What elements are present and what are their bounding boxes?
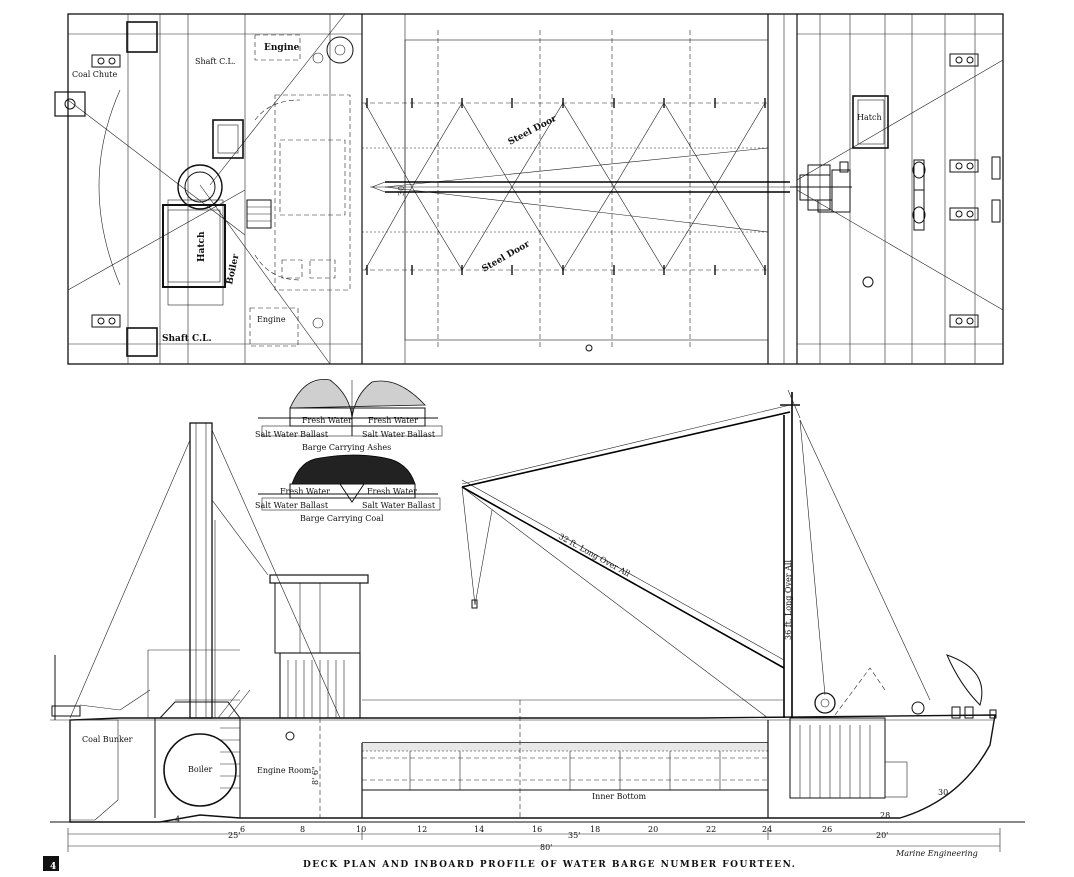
label-engine-top: Engine <box>264 43 300 53</box>
skylight <box>212 119 244 159</box>
funnel <box>189 422 213 719</box>
label-coal-bunker: Coal Bunker <box>82 735 133 744</box>
boiler-outline <box>167 199 224 306</box>
label-shaft-cl-bottom: Shaft C.L. <box>162 334 212 344</box>
label-shaft-cl-top: Shaft C.L. <box>195 57 235 66</box>
label-depth: 8' 6" <box>311 766 320 785</box>
dimension-lines: 25' 35' 20' 80' <box>67 828 1001 852</box>
label-boiler-plan: Boiler <box>225 253 241 286</box>
deck-planking <box>68 14 1003 364</box>
boom <box>461 486 785 669</box>
frame-number: 22 <box>706 825 716 834</box>
bitt-bottom <box>91 314 121 328</box>
coal-salt-right: Salt Water Ballast <box>362 501 436 510</box>
pilot-house <box>269 574 369 584</box>
dim-fwd: 20' <box>876 831 888 840</box>
deck-stay-lines <box>67 13 1004 365</box>
deck-plan: Coal Chute Shaft C.L. Engine Hatch Boile… <box>54 13 1004 365</box>
boiler-profile <box>163 733 237 807</box>
ash-pile <box>289 378 426 419</box>
coal-fresh-left: Fresh Water <box>280 487 330 496</box>
hold-water-band <box>362 743 768 751</box>
engine-box-top <box>254 34 301 61</box>
frame-number: 4 <box>175 815 180 824</box>
engine-room-ladder <box>217 689 251 719</box>
pilot-house-planks <box>287 660 345 718</box>
label-mast-length: 36 ft. Long Over All <box>784 560 793 640</box>
stack-ring <box>177 164 223 210</box>
ashes-salt-right: Salt Water Ballast <box>362 430 436 439</box>
fore-house-planks <box>799 725 871 798</box>
label-inner-bottom: Inner Bottom <box>592 792 647 801</box>
label-engine-bottom: Engine <box>257 315 286 324</box>
label-engine-room: Engine Room <box>257 766 312 775</box>
frame-number: 6 <box>240 825 245 834</box>
winch-drum-plan <box>326 36 354 64</box>
pilot-house-plan <box>274 94 351 291</box>
frame-number: 8 <box>300 825 305 834</box>
porthole <box>285 731 295 741</box>
frame-number: 14 <box>474 825 484 834</box>
label-boiler-profile: Boiler <box>188 765 213 774</box>
frame-number: 28 <box>880 811 890 820</box>
bow-cowl <box>946 654 983 706</box>
label-beam-dimension: 30 <box>397 186 406 196</box>
frame-number: 16 <box>532 825 542 834</box>
capstan-profile <box>911 701 925 715</box>
inboard-profile: Coal Bunker Boiler Engine Room Inner Bot… <box>50 389 1025 852</box>
ashes-title: Barge Carrying Ashes <box>302 443 391 452</box>
label-coal-chute: Coal Chute <box>72 70 117 79</box>
coal-chute-box <box>54 91 86 117</box>
cargo-hold-plan <box>361 14 798 364</box>
label-steel-door-upper: Steel Door <box>507 114 559 148</box>
label-hatch-left: Hatch <box>197 231 207 262</box>
figure-caption: DECK PLAN AND INBOARD PROFILE OF WATER B… <box>303 860 796 870</box>
deck-outline <box>67 13 1004 365</box>
ashes-salt-left: Salt Water Ballast <box>255 430 329 439</box>
aft-rigging <box>69 429 341 719</box>
winch-drum <box>814 692 836 714</box>
fore-machinery-house <box>789 717 886 799</box>
windlass-plan <box>790 161 852 213</box>
ashes-fresh-right: Fresh Water <box>368 416 418 425</box>
dim-mid: 35' <box>568 831 580 840</box>
coal-pile <box>291 454 416 485</box>
frame-number: 18 <box>590 825 600 834</box>
hatch-right-box <box>852 95 889 149</box>
credit: Marine Engineering <box>895 849 978 858</box>
forward-bitts <box>949 53 1001 328</box>
frame-numbers: 4 6 8 10 12 14 16 18 20 22 24 26 28 30 <box>175 788 948 834</box>
ashes-fresh-left: Fresh Water <box>302 416 352 425</box>
frame-number: 24 <box>762 825 772 834</box>
frame-number: 12 <box>417 825 427 834</box>
section-coal: Fresh Water Fresh Water Salt Water Balla… <box>255 454 441 523</box>
capstan-plan <box>912 159 926 231</box>
hatch-main-left <box>162 204 226 288</box>
frame-number: 10 <box>356 825 366 834</box>
frame-number: 20 <box>648 825 658 834</box>
hatch-bottom-small <box>126 327 158 357</box>
coal-bunker <box>69 719 119 821</box>
bitt-top <box>91 54 121 68</box>
coal-fresh-right: Fresh Water <box>367 487 417 496</box>
hull-outline <box>69 714 996 823</box>
label-steel-door-lower: Steel Door <box>481 239 532 274</box>
hatch-top-small <box>126 21 158 53</box>
door-hinges <box>366 98 766 275</box>
dim-aft: 25' <box>228 831 240 840</box>
label-boom-length: 32 ft. Long Over All <box>557 532 632 579</box>
frame-number: 26 <box>822 825 832 834</box>
frame-ticks <box>409 751 721 790</box>
engine-box-bottom <box>249 307 299 347</box>
coal-salt-left: Salt Water Ballast <box>255 501 329 510</box>
corner-mark: 4 <box>50 862 56 872</box>
dim-overall: 80' <box>540 843 552 852</box>
corner-mark-box <box>43 856 59 871</box>
label-hatch-right: Hatch <box>857 113 882 122</box>
coal-chute-hole <box>64 98 76 110</box>
frame-number: 30 <box>938 788 948 797</box>
coal-title: Barge Carrying Coal <box>300 514 384 523</box>
section-ashes: Fresh Water Fresh Water Salt Water Balla… <box>255 378 443 452</box>
